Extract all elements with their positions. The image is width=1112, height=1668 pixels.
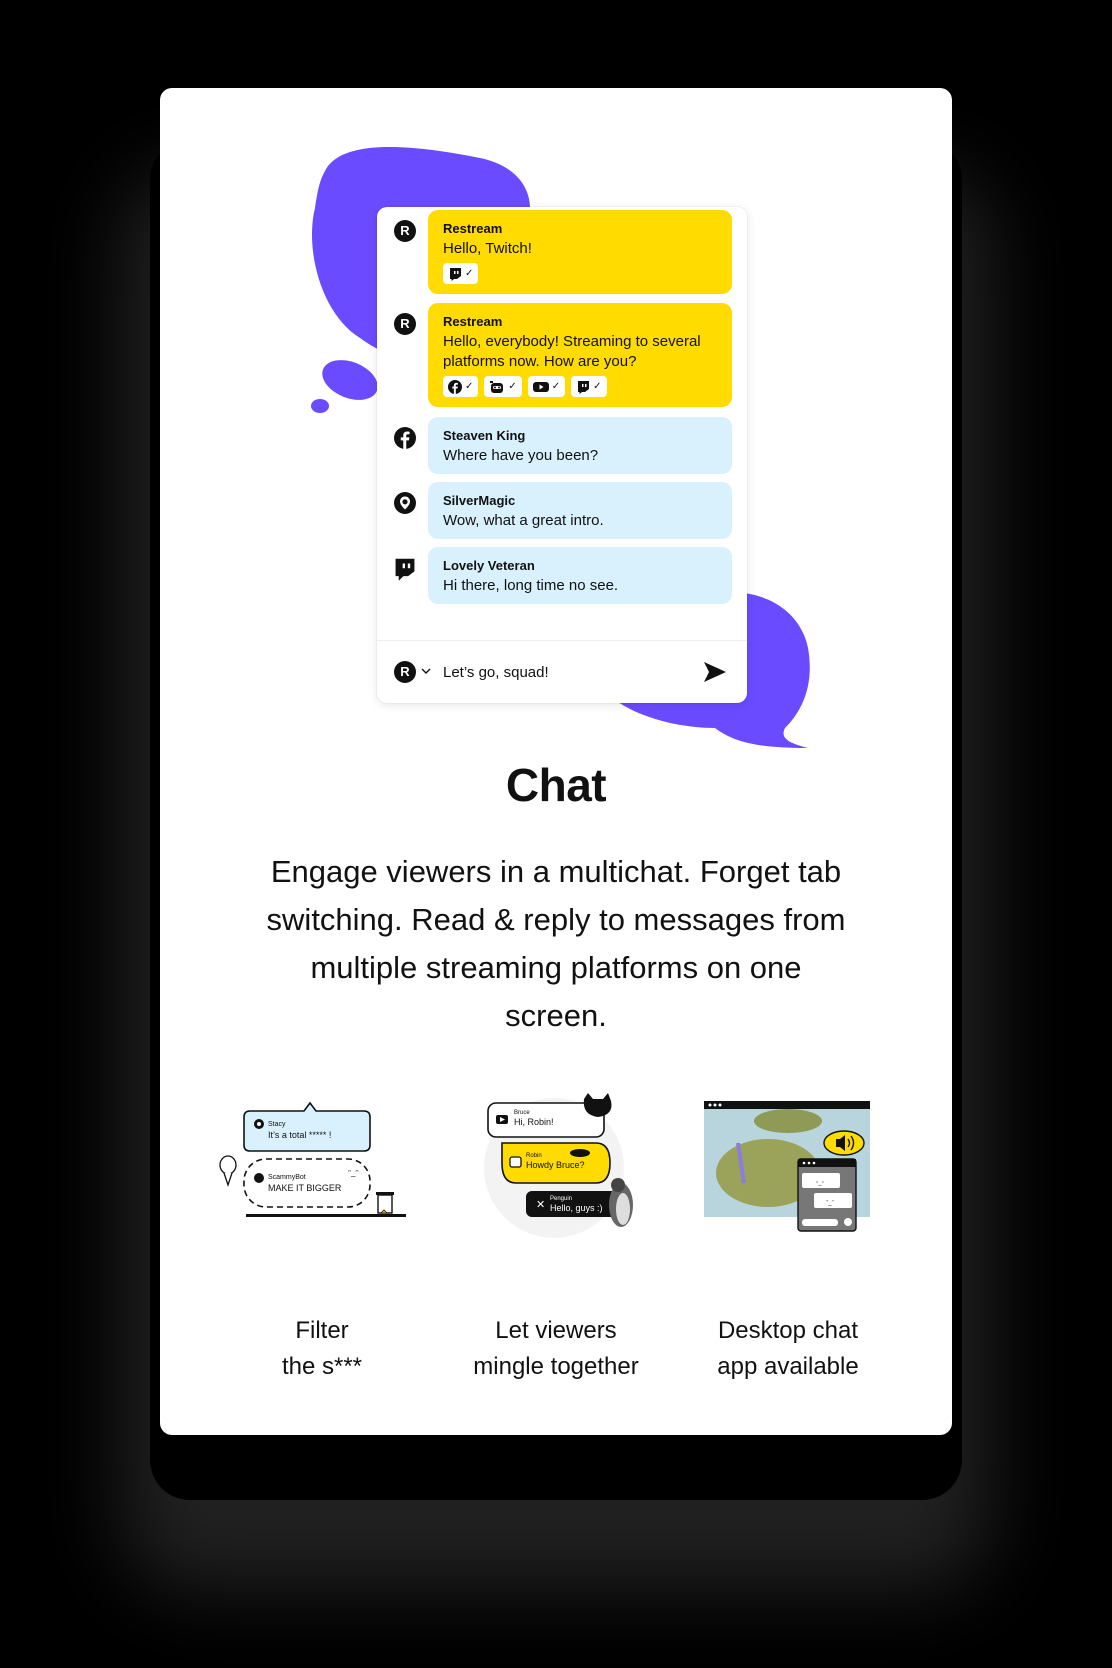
send-arrow-icon[interactable] (703, 661, 727, 683)
message-author: Restream (443, 221, 503, 236)
svg-text:MAKE IT BIGGER: MAKE IT BIGGER (268, 1183, 342, 1193)
twitch-icon (450, 267, 461, 281)
svg-text:Howdy Bruce?: Howdy Bruce? (526, 1160, 585, 1170)
youtube-delivered-badge: ✓ (527, 376, 566, 397)
youtube-icon (532, 381, 549, 392)
page-title: Chat (505, 759, 607, 811)
svg-text:Hello, guys :): Hello, guys :) (550, 1203, 603, 1213)
message-author: Lovely Veteran (443, 558, 535, 573)
twitch-delivered-badge: ✓ (571, 376, 607, 397)
feature-caption: Let viewers mingle together (473, 1317, 639, 1380)
svg-text:Bruce: Bruce (514, 1110, 530, 1116)
periscope-avatar (394, 492, 416, 514)
message-text: Wow, what a great intro. (443, 512, 604, 529)
periscope-icon (394, 492, 416, 514)
svg-text:✕: ✕ (536, 1199, 545, 1211)
filter-chat-illustration-icon: Stacy It’s a total ***** ! ScammyBot MAK… (219, 1101, 406, 1217)
chat-hero-illustration: R Restream Hello, Twitch! ✓ R Restre (160, 88, 952, 768)
mingle-illustration: Bruce Hi, Robin! Robin Howdy Bruce? ✕ Pe… (446, 1093, 666, 1243)
message-author: Restream (443, 314, 503, 329)
twitch-avatar (394, 557, 416, 581)
facebook-avatar (394, 427, 416, 449)
message-bubble-own: Restream Hello, everybody! Streaming to … (428, 303, 732, 407)
robot-delivered-badge: ✓ (484, 376, 522, 397)
feature-description: Engage viewers in a multichat. Forget ta… (266, 854, 846, 1033)
restream-avatar-icon: R (394, 220, 416, 242)
svg-text:ᵔ_ᵔ: ᵔ_ᵔ (348, 1168, 359, 1177)
twitch-delivered-badge: ✓ (443, 263, 479, 284)
message-bubble-own: Restream Hello, Twitch! ✓ (428, 210, 732, 294)
message-text: Where have you been? (443, 447, 599, 464)
message-bubble-viewer: Steaven King Where have you been? (428, 417, 732, 474)
svg-text:Penguin: Penguin (550, 1196, 572, 1202)
desktop-app-illustration: ᵕ_ᵕ ᵔ_ᵔ (678, 1093, 898, 1243)
svg-text:ᵔ_ᵔ: ᵔ_ᵔ (826, 1200, 835, 1206)
svg-text:ᵕ_ᵕ: ᵕ_ᵕ (816, 1180, 825, 1186)
feature-mingle: Bruce Hi, Robin! Robin Howdy Bruce? ✕ Pe… (446, 1093, 666, 1385)
facebook-delivered-badge: ✓ (443, 376, 479, 397)
svg-text:Robin: Robin (526, 1153, 542, 1159)
feature-caption: Filter the s*** (281, 1317, 363, 1380)
chat-window: R Restream Hello, Twitch! ✓ R Restre (377, 207, 747, 703)
svg-text:Hi, Robin!: Hi, Robin! (514, 1117, 554, 1127)
message-bubble-viewer: SilverMagic Wow, what a great intro. (428, 482, 732, 539)
feature-list: Stacy It’s a total ***** ! ScammyBot MAK… (160, 1093, 952, 1380)
facebook-icon (448, 379, 462, 394)
facebook-icon (394, 427, 416, 449)
svg-text:ScammyBot: ScammyBot (268, 1174, 306, 1181)
filter-illustration: Stacy It’s a total ***** ! ScammyBot MAK… (212, 1093, 432, 1243)
feature-card: R Restream Hello, Twitch! ✓ R Restre (160, 88, 952, 1435)
twitch-icon (578, 380, 590, 394)
svg-text:It’s a total ***** !: It’s a total ***** ! (268, 1130, 331, 1140)
message-text: Hello, Twitch! (443, 240, 532, 257)
message-author: SilverMagic (443, 493, 516, 508)
delivery-badges: ✓ ✓ ✓ ✓ (443, 376, 717, 397)
chevron-down-icon[interactable] (421, 667, 431, 675)
feature-filter: Stacy It’s a total ***** ! ScammyBot MAK… (212, 1093, 432, 1385)
message-text: Hello, everybody! Streaming to several p… (443, 333, 701, 370)
desktop-chat-illustration-icon: ᵕ_ᵕ ᵔ_ᵔ (704, 1101, 870, 1232)
message-text: Hi there, long time no see. (443, 577, 619, 594)
mingle-chat-illustration-icon: Bruce Hi, Robin! Robin Howdy Bruce? ✕ Pe… (484, 1093, 633, 1238)
restream-avatar-icon: R (394, 313, 416, 335)
chat-composer: R (377, 640, 747, 703)
chat-message-input[interactable] (443, 659, 683, 685)
account-selector-avatar[interactable]: R (394, 661, 416, 683)
robot-icon (490, 380, 504, 393)
message-author: Steaven King (443, 428, 526, 443)
svg-text:Stacy: Stacy (268, 1121, 286, 1128)
feature-desktop-app: ᵕ_ᵕ ᵔ_ᵔ Desktop chat app available (678, 1093, 898, 1385)
delivery-badges: ✓ (443, 263, 717, 284)
twitch-icon (395, 558, 415, 581)
message-bubble-viewer: Lovely Veteran Hi there, long time no se… (428, 547, 732, 604)
feature-caption: Desktop chat app available (717, 1317, 859, 1380)
